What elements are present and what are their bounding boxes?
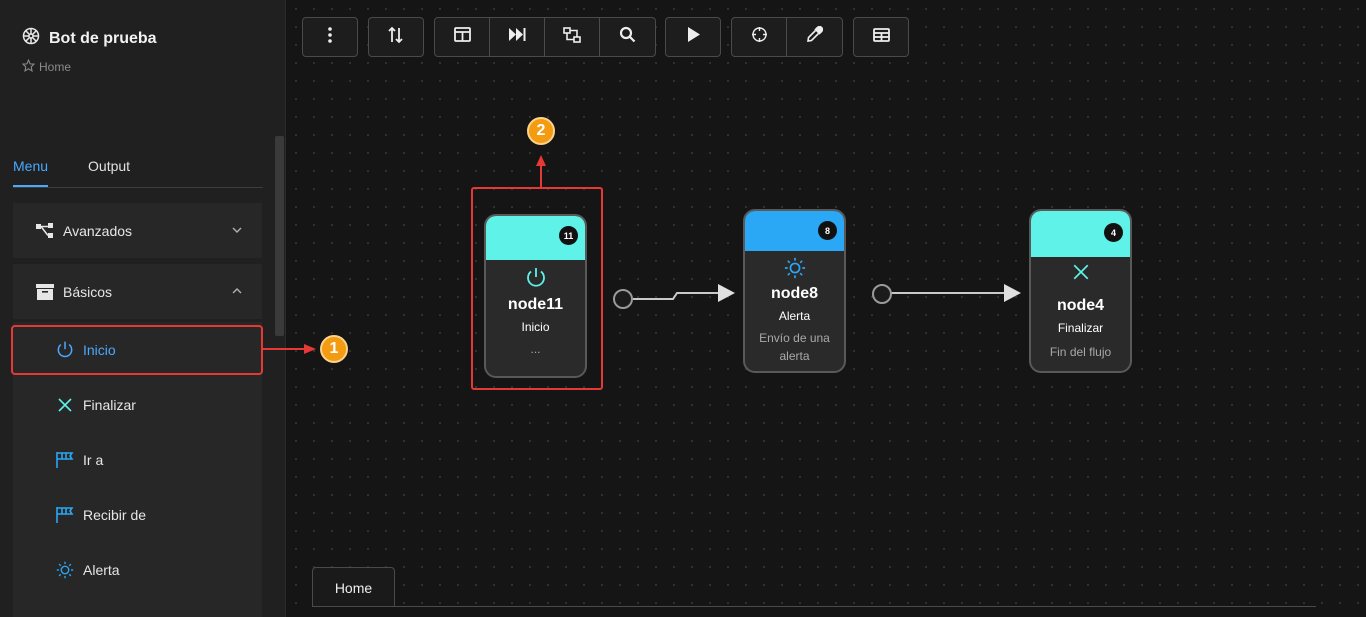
chevron-down-icon[interactable] bbox=[231, 223, 243, 239]
sun-icon bbox=[745, 257, 844, 281]
transform-button[interactable] bbox=[545, 18, 600, 56]
annotation-arrowhead bbox=[536, 155, 546, 166]
flow-canvas[interactable] bbox=[287, 0, 1366, 617]
table-button[interactable] bbox=[853, 17, 909, 57]
node-description: ... bbox=[530, 342, 541, 356]
menu-item-label: Inicio bbox=[83, 341, 116, 358]
menu-item-recibir-de[interactable]: Recibir de bbox=[13, 487, 262, 542]
node-description: Fin del flujo bbox=[1049, 345, 1112, 359]
edge-arrowhead bbox=[1004, 284, 1021, 302]
node-header: 11 bbox=[486, 216, 585, 260]
skip-forward-icon bbox=[508, 28, 526, 46]
menu-group-label: Avanzados bbox=[63, 222, 133, 239]
chevron-up-icon[interactable] bbox=[231, 284, 243, 300]
crosshair-icon bbox=[751, 26, 768, 48]
node-type: Alerta bbox=[778, 309, 811, 323]
menu-item-partial[interactable] bbox=[13, 597, 262, 617]
annotation-marker-2: 2 bbox=[527, 117, 555, 145]
node-badge: 8 bbox=[818, 221, 837, 240]
play-button[interactable] bbox=[665, 17, 721, 57]
annotation-highlight-node11 bbox=[471, 187, 603, 390]
sort-button[interactable] bbox=[368, 17, 424, 57]
skip-forward-button[interactable] bbox=[490, 18, 545, 56]
menu-item-finalizar[interactable]: Finalizar bbox=[13, 377, 262, 432]
annotation-marker-1: 1 bbox=[320, 335, 348, 363]
table-icon bbox=[872, 27, 890, 47]
close-icon bbox=[1031, 263, 1130, 287]
search-icon bbox=[619, 26, 636, 48]
node11-output-port[interactable] bbox=[613, 289, 633, 309]
layout-panel-icon bbox=[453, 27, 471, 47]
tools-toolbar-group bbox=[731, 17, 843, 57]
menu-item-inicio[interactable]: Inicio bbox=[13, 322, 262, 377]
app-logo-icon bbox=[22, 27, 40, 50]
sidebar: Bot de prueba Home Menu Output Avanzados… bbox=[0, 0, 286, 617]
node-header: 4 bbox=[1031, 211, 1130, 257]
sort-icon bbox=[387, 26, 405, 49]
star-icon bbox=[21, 58, 36, 75]
layout-panel-button[interactable] bbox=[435, 18, 490, 56]
menu-group-label: Básicos bbox=[63, 283, 113, 300]
eyedropper-icon bbox=[806, 25, 824, 48]
power-icon bbox=[55, 340, 75, 360]
menu-item-alerta[interactable]: Alerta bbox=[13, 542, 262, 597]
app-title-text: Bot de prueba bbox=[49, 29, 157, 47]
menu-group-avanzados[interactable]: Avanzados bbox=[13, 203, 262, 258]
more-vertical-icon bbox=[328, 26, 332, 48]
tab-menu[interactable]: Menu bbox=[13, 158, 49, 187]
flag-icon bbox=[55, 505, 75, 525]
flow-node-node8[interactable]: 8 node8 Alerta Envío de una alerta bbox=[743, 209, 846, 373]
edge-arrowhead bbox=[718, 284, 735, 302]
more-button[interactable] bbox=[302, 17, 358, 57]
search-button[interactable] bbox=[600, 18, 655, 56]
edge-node11-node8 bbox=[633, 292, 718, 300]
node-badge: 4 bbox=[1104, 223, 1123, 242]
eyedropper-button[interactable] bbox=[787, 18, 842, 56]
flow-node-node11[interactable]: 11 node11 Inicio ... bbox=[484, 214, 587, 378]
hierarchy-icon bbox=[35, 221, 55, 241]
node8-output-port[interactable] bbox=[872, 284, 892, 304]
node-name: node11 bbox=[507, 296, 564, 313]
play-icon bbox=[687, 27, 700, 47]
tab-home[interactable]: Home bbox=[312, 567, 395, 607]
transform-icon bbox=[563, 26, 581, 48]
menu-item-label: Ir a bbox=[83, 451, 104, 468]
node-type: Inicio bbox=[521, 320, 550, 334]
flag-icon bbox=[55, 450, 75, 470]
power-icon bbox=[486, 266, 585, 290]
menu-item-ir-a[interactable]: Ir a bbox=[13, 432, 262, 487]
flow-node-node4[interactable]: 4 node4 Finalizar Fin del flujo bbox=[1029, 209, 1132, 373]
node-name: node8 bbox=[770, 285, 819, 302]
app-title: Bot de prueba bbox=[22, 27, 157, 50]
menu-item-label: Finalizar bbox=[83, 396, 136, 413]
view-toolbar-group bbox=[434, 17, 656, 57]
node-description: Envío de una alerta bbox=[759, 331, 830, 363]
close-icon bbox=[55, 395, 75, 415]
archive-box-icon bbox=[35, 282, 55, 302]
tab-bar-divider bbox=[312, 606, 1316, 607]
menu-item-label: Alerta bbox=[83, 561, 120, 578]
tab-output[interactable]: Output bbox=[88, 158, 131, 174]
node-name: node4 bbox=[1056, 297, 1105, 314]
menu-item-label: Recibir de bbox=[83, 506, 147, 523]
annotation-highlight-inicio bbox=[11, 325, 263, 375]
crosshair-button[interactable] bbox=[732, 18, 787, 56]
node-header: 8 bbox=[745, 211, 844, 251]
menu-group-basicos[interactable]: Básicos bbox=[13, 264, 262, 319]
node-type: Finalizar bbox=[1057, 321, 1104, 335]
breadcrumb-home[interactable]: Home bbox=[39, 60, 72, 74]
node-badge: 11 bbox=[559, 226, 578, 245]
breadcrumb[interactable]: Home bbox=[21, 58, 72, 75]
annotation-arrowhead bbox=[304, 344, 316, 354]
sidebar-scrollbar[interactable] bbox=[275, 136, 284, 336]
sidebar-tabs: Menu Output bbox=[13, 158, 263, 188]
sun-icon bbox=[55, 560, 75, 580]
